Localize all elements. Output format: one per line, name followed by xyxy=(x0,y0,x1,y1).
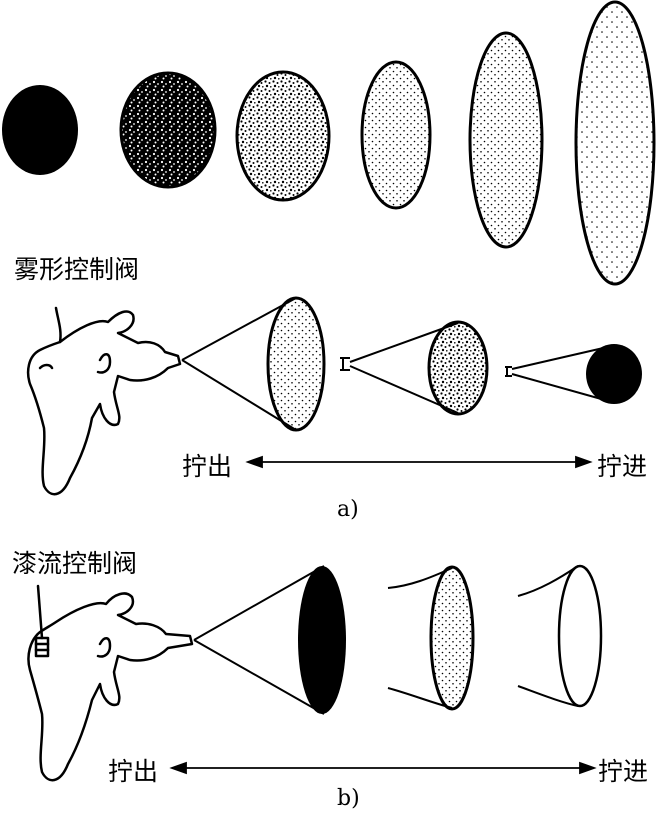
spray-cone-a-narrow xyxy=(505,344,642,404)
pattern-solid xyxy=(2,85,78,175)
caption-a: a) xyxy=(337,497,359,522)
spray-cone-b-dotted xyxy=(387,565,475,711)
caption-b: b) xyxy=(337,786,360,811)
pattern-heavy-speckle xyxy=(119,71,217,189)
tighten-label-b: 拧进 xyxy=(598,757,649,786)
loosen-label-a: 拧出 xyxy=(182,452,233,481)
spray-cone-b-solid xyxy=(193,565,346,715)
spray-gun-b xyxy=(27,584,194,782)
tighten-label-a: 拧进 xyxy=(597,452,648,481)
spray-cone-a-wide xyxy=(181,296,326,432)
spray-cone-b-empty xyxy=(517,564,603,708)
loosen-label-b: 拧出 xyxy=(108,757,159,786)
pattern-medium-speckle xyxy=(235,70,331,202)
paint-flow-control-valve-label: 漆流控制阀 xyxy=(12,549,138,578)
pattern-fine-dots-tall xyxy=(468,31,544,249)
pattern-fine-dots xyxy=(360,60,432,210)
adjust-arrow-b xyxy=(169,761,597,775)
spray-cone-a-medium xyxy=(340,320,489,416)
spray-gun-a xyxy=(26,306,182,496)
spray-pattern-row xyxy=(2,0,656,286)
pattern-sparse-dots-tallest xyxy=(574,0,656,286)
adjust-arrow-a xyxy=(245,455,593,469)
mist-control-valve-label: 雾形控制阀 xyxy=(14,255,140,284)
